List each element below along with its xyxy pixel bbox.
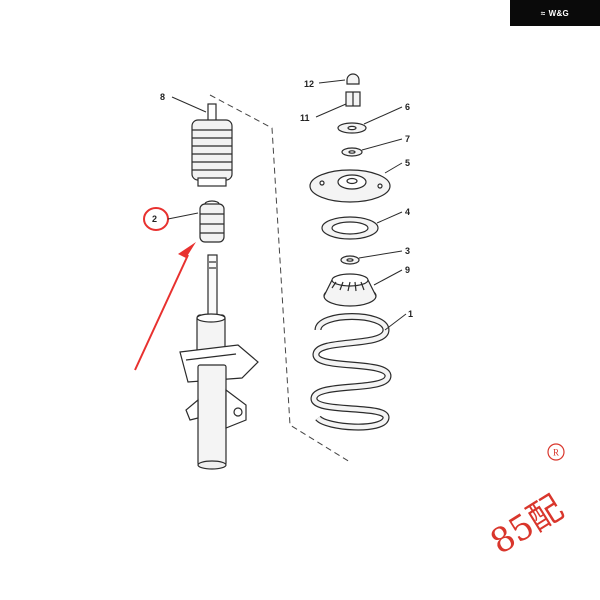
callout-4: 4 [405,207,410,217]
callout-11: 11 [300,113,310,123]
registered-mark-text: R [553,448,559,458]
callout-labels: 12 11 6 7 5 4 3 9 1 8 2 [152,79,413,319]
brand-watermark: ≈ W&G [510,0,600,26]
shock-absorber [179,254,259,470]
stamp-logo-text: 85配 [484,488,571,563]
watermark-logo-icon: ≈ [540,8,546,18]
callout-9: 9 [405,265,410,275]
callout-6: 6 [405,102,410,112]
callout-12: 12 [304,79,314,89]
top-nut-part-12 [346,73,360,85]
callout-3: 3 [405,246,410,256]
assembly-boundary-dashed [209,94,351,463]
coil-spring-part-1 [310,313,392,431]
dust-boot-part-8 [191,103,233,187]
leader-lines [167,79,407,331]
nut-part-11 [345,91,361,107]
bearing-part-4 [321,216,379,240]
callout-5: 5 [405,158,410,168]
callout-2: 2 [152,214,157,224]
registered-mark-icon [547,443,565,461]
washer-part-3 [340,255,360,265]
callout-1: 1 [408,309,413,319]
red-pointer-arrow [134,242,196,371]
spring-seat-part-9 [323,273,377,307]
washer-part-7 [341,147,363,157]
callout-7: 7 [405,134,410,144]
callout-8: 8 [160,92,165,102]
strut-mount-part-5 [309,169,391,203]
watermark-text: W&G [548,8,570,18]
red-stamp: R 85配 [484,443,571,563]
bump-stop-part-2 [199,200,225,243]
washer-part-6 [337,122,367,134]
